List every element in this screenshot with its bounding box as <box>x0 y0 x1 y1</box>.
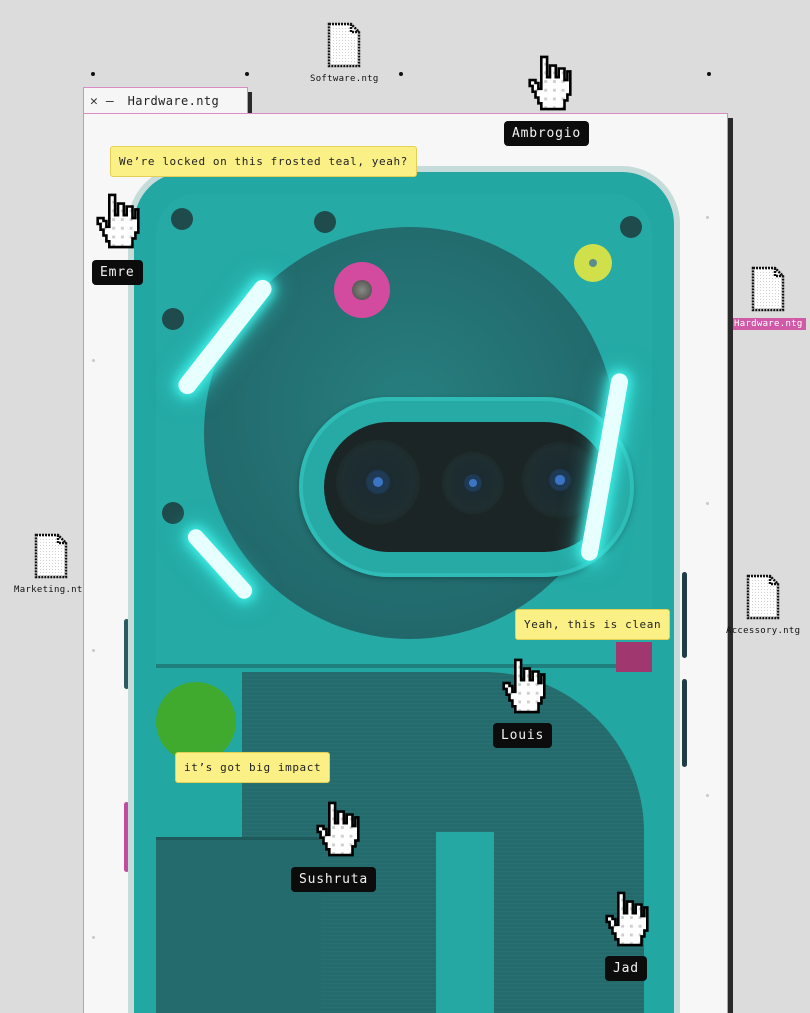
file-icon <box>327 22 361 68</box>
phone-rear-image <box>128 166 680 1013</box>
minimize-icon[interactable]: — <box>105 93 114 109</box>
screw <box>314 211 336 233</box>
mic-ring <box>574 244 612 282</box>
camera-disc <box>204 227 634 639</box>
window-grid-dot <box>92 649 95 652</box>
desktop-grid-dot <box>91 72 95 76</box>
hand-pointer-icon <box>603 890 651 948</box>
desktop-file-software[interactable]: Software.ntg <box>310 22 379 84</box>
window-grid-dot <box>92 936 95 939</box>
coil-cutout <box>436 832 494 1013</box>
file-icon <box>34 533 68 579</box>
cursor-label-sushruta: Sushruta <box>291 867 377 892</box>
window-title: Hardware.ntg <box>127 94 220 108</box>
coil-lower-left <box>156 837 321 1013</box>
phone-back-panel <box>134 172 674 1013</box>
file-label: Marketing.ntg <box>14 585 89 595</box>
red-chip <box>616 642 652 672</box>
desktop-file-accessory[interactable]: Accessory.ntg <box>726 574 800 636</box>
window-tab-shadow <box>248 92 252 114</box>
comment-note[interactable]: We’re locked on this frosted teal, yeah? <box>110 146 417 177</box>
hand-pointer-icon <box>500 657 548 715</box>
file-label: Software.ntg <box>310 74 379 84</box>
green-indicator <box>156 682 236 762</box>
window-grid-dot <box>706 216 709 219</box>
screw <box>620 216 642 238</box>
cursor-label-emre: Emre <box>92 260 143 285</box>
phone-side-button <box>682 572 687 658</box>
phone-side-button <box>124 802 129 872</box>
window-grid-dot <box>706 794 709 797</box>
window-shadow <box>728 118 733 1013</box>
lens-middle <box>442 452 504 514</box>
file-icon <box>751 266 785 312</box>
hand-pointer-icon <box>94 192 142 250</box>
flash-ring <box>334 262 390 318</box>
window-title-tab[interactable]: ✕ — Hardware.ntg <box>83 87 248 114</box>
lens-right <box>522 442 598 518</box>
file-icon <box>746 574 780 620</box>
window-grid-dot <box>92 359 95 362</box>
lens-main <box>336 440 420 524</box>
cursor-label-jad: Jad <box>605 956 647 981</box>
phone-side-button <box>124 619 129 689</box>
file-label-selected: Hardware.ntg <box>731 318 806 330</box>
desktop-grid-dot <box>245 72 249 76</box>
screw <box>162 308 184 330</box>
cursor-label-ambrogio: Ambrogio <box>504 121 590 146</box>
close-icon[interactable]: ✕ <box>90 93 98 109</box>
window-grid-dot <box>706 502 709 505</box>
hand-pointer-icon <box>314 800 362 858</box>
phone-side-button <box>682 679 687 767</box>
camera-lens-well <box>324 422 609 552</box>
camera-module <box>299 397 634 577</box>
cursor-label-louis: Louis <box>493 723 553 748</box>
desktop-grid-dot <box>707 72 711 76</box>
desktop-file-hardware[interactable]: Hardware.ntg <box>731 266 806 330</box>
desktop-grid-dot <box>399 72 403 76</box>
hardware-window <box>83 113 728 1013</box>
screw <box>171 208 193 230</box>
hand-pointer-icon <box>526 54 574 112</box>
comment-note[interactable]: it’s got big impact <box>175 752 331 783</box>
desktop-file-marketing[interactable]: Marketing.ntg <box>14 533 88 595</box>
screw <box>162 502 184 524</box>
comment-note[interactable]: Yeah, this is clean <box>515 609 671 640</box>
panel-divider <box>156 664 652 668</box>
file-label: Accessory.ntg <box>726 626 801 636</box>
